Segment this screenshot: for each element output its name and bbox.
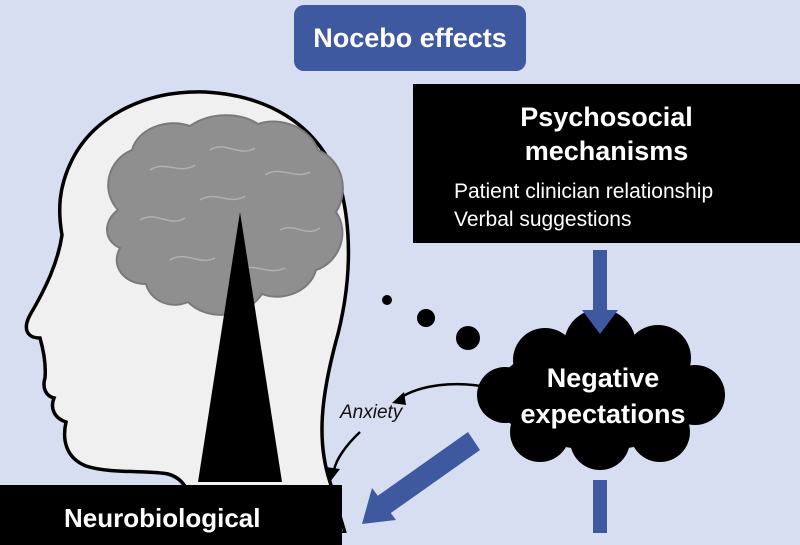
psychosocial-item: Verbal suggestions (454, 208, 632, 231)
diagram-canvas (24, 90, 725, 533)
negative-expectations-cloud (477, 309, 725, 470)
thought-dot-medium (417, 309, 435, 327)
brain-cone (198, 212, 282, 482)
psychosocial-item: Patient clinician relationship (454, 180, 714, 203)
negative-expectations-line1: Negative (546, 363, 660, 393)
arrow-head-anxiety (392, 392, 406, 405)
arrow-expectations-to-neurobiological (362, 432, 480, 524)
brain-shape (106, 114, 344, 316)
psychosocial-heading-line1: Psychosocial (520, 102, 693, 132)
anxiety-label: Anxiety (340, 402, 403, 423)
neurobiological-box: Neurobiological (0, 485, 342, 545)
arrow-expectations-to-anxiety (399, 382, 493, 400)
negative-expectations-line2: expectations (520, 399, 686, 429)
thought-dot-large (456, 326, 480, 350)
arrow-expectations-down (593, 480, 607, 533)
thought-dot-small (382, 295, 392, 305)
nocebo-effects-title: Nocebo effects (294, 5, 526, 71)
arrow-head-neuro (326, 467, 340, 482)
psychosocial-items: Patient clinician relationship Verbal su… (454, 178, 713, 234)
neurobiological-label: Neurobiological (64, 503, 261, 533)
psychosocial-heading-line2: mechanisms (524, 136, 689, 166)
arrow-psychosocial-to-expectations (582, 250, 618, 334)
negative-expectations-label: Negative expectations (497, 360, 709, 432)
arrow-anxiety-to-neurobiological (332, 431, 361, 471)
psychosocial-mechanisms-box: Psychosocial mechanisms Patient clinicia… (413, 84, 800, 243)
psychosocial-heading: Psychosocial mechanisms (413, 100, 800, 168)
